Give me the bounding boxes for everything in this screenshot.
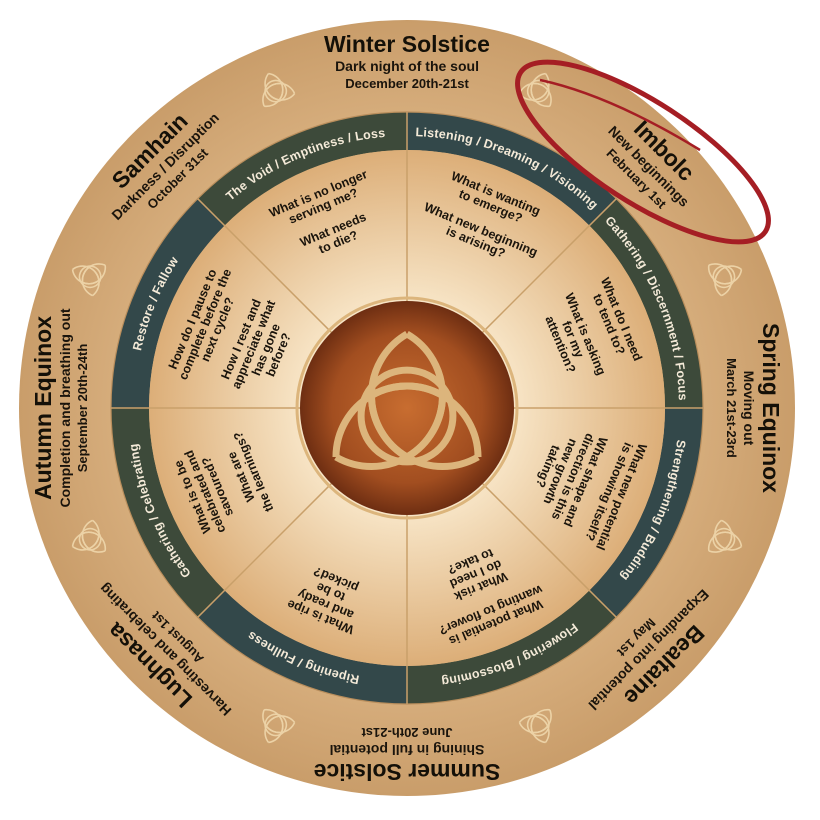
triquetra-icon — [332, 330, 482, 470]
season-date: September 20th-24th — [75, 344, 90, 473]
phase-question: How I rest andappreciate whathas gonebef… — [217, 292, 304, 401]
triquetra-icon — [71, 263, 107, 297]
highlight-annotation — [515, 59, 771, 245]
triquetra-icon — [262, 72, 296, 108]
triquetra-icon — [707, 263, 743, 297]
phase-band-segment — [197, 590, 407, 704]
phase-band-segment — [589, 198, 703, 408]
highlight-ellipse — [515, 59, 771, 245]
season-name: Spring Equinox — [758, 323, 784, 493]
phase-band-segment — [111, 408, 225, 618]
season-subtitle: Moving out — [741, 371, 757, 446]
season-date: June 20th-21st — [361, 725, 453, 740]
season-date: March 21st-23rd — [724, 358, 739, 458]
center-medallion — [295, 296, 519, 520]
highlight-stroke — [539, 78, 701, 152]
triquetra-icon — [518, 708, 552, 744]
segment-divider — [197, 198, 332, 333]
center-ring — [295, 296, 519, 520]
segment-divider — [482, 198, 617, 333]
phase-band-segment — [197, 112, 407, 226]
triquetra-icon — [707, 519, 743, 553]
phase-questions: What is wantingto emerge?What new beginn… — [166, 167, 650, 648]
season-subtitle: Completion and breathing out — [57, 308, 73, 507]
season-subtitle: Dark night of the soul — [335, 58, 479, 74]
phase-band-segment — [407, 590, 617, 704]
triquetra-icon — [262, 708, 296, 744]
season-name: Winter Solstice — [324, 31, 490, 57]
season-date: December 20th-21st — [345, 76, 469, 91]
phase-band-segment — [589, 408, 703, 618]
phase-band-segment — [111, 198, 225, 408]
segment-divider — [482, 483, 617, 618]
phase-band-segment — [407, 112, 617, 226]
season-name: Autumn Equinox — [30, 316, 56, 500]
segment-divider — [197, 483, 332, 618]
triquetra-icon — [71, 519, 107, 553]
season-name: Summer Solstice — [314, 759, 501, 785]
center-disc — [300, 301, 514, 515]
season-subtitle: Shining in full potential — [330, 742, 485, 758]
